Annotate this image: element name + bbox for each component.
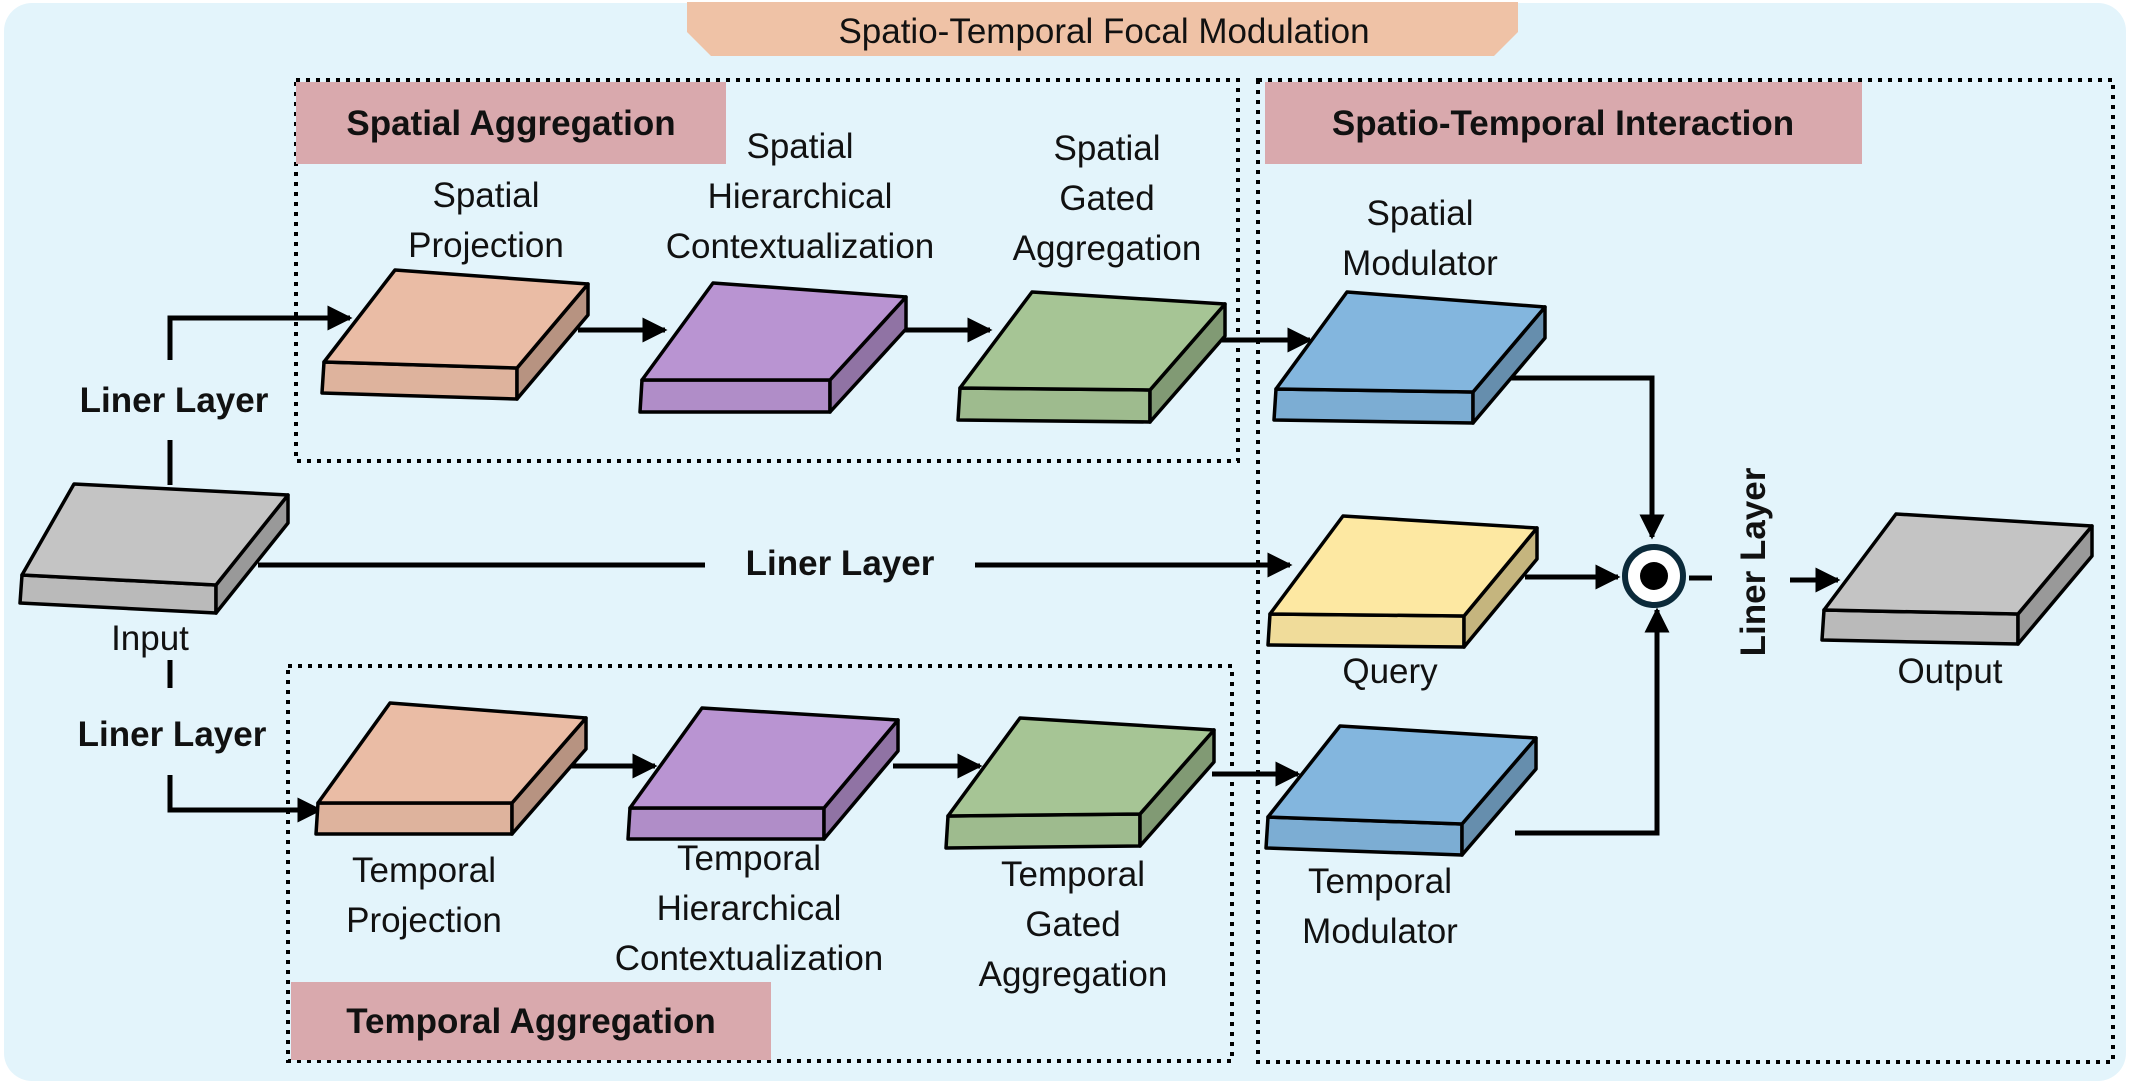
temporal-modulator-top-face [1266, 724, 1538, 826]
arrow-to-temporal-projection [167, 775, 323, 823]
temporal-hier-label-line: Temporal [677, 839, 821, 878]
st-interaction-header [1265, 82, 1862, 164]
liner-layer-middle-label: Liner Layer [746, 544, 935, 583]
spatial-projection-label-line: Projection [408, 226, 564, 265]
temporal-projection-front-face [314, 801, 514, 836]
temporal-gated-label-line: Aggregation [979, 955, 1168, 994]
temporal-projection-label-line: Temporal [352, 851, 496, 890]
temporal-hier-block [626, 706, 900, 841]
spatial-modulator-label-line: Modulator [1342, 244, 1498, 283]
temporal-gated-label-line: Temporal [1001, 855, 1145, 894]
temporal-modulator-label-line: Modulator [1302, 912, 1458, 951]
temporal-gated-front-face [944, 812, 1142, 850]
spatial-gated-block [956, 290, 1227, 424]
temporal-hier-top-face [628, 706, 900, 810]
query-label: Query [1342, 652, 1438, 691]
liner-layer-bottom-label: Liner Layer [78, 715, 267, 754]
input-label: Input [111, 619, 189, 658]
output-label-line: Output [1897, 652, 2002, 691]
spatial-modulator-front-face [1272, 387, 1475, 425]
spatial-hier-front-face [638, 378, 832, 414]
spatial-hier-label-line: Contextualization [666, 227, 935, 266]
liner-layer-top-label: Liner Layer [80, 381, 269, 420]
spatial-hier-block [638, 281, 908, 414]
temporal-hier-front-face [626, 806, 826, 841]
temporal-modulator-block [1264, 724, 1538, 857]
temporal-aggregation-header [291, 982, 771, 1060]
input-block [18, 482, 290, 615]
arrow-to-spatial-projection [167, 305, 353, 360]
spatial-projection-label-line: Spatial [432, 176, 539, 215]
spatial-gated-front-face [956, 386, 1152, 424]
spatial-gated-label-line: Gated [1059, 179, 1154, 218]
spatial-gated-label-line: Aggregation [1013, 229, 1202, 268]
temporal-hier-label-line: Hierarchical [657, 889, 842, 928]
background-panel [4, 3, 2126, 1081]
spatial-aggregation-header [296, 82, 726, 164]
temporal-gated-block [944, 716, 1216, 850]
spatial-modulator-top-face [1274, 290, 1547, 394]
input-label-line: Input [111, 619, 189, 658]
temporal-projection-top-face [316, 701, 588, 805]
title-banner [687, 2, 1518, 56]
spatial-hier-label-line: Spatial [746, 127, 853, 166]
temporal-gated-label-line: Gated [1025, 905, 1120, 944]
spatial-gated-top-face [958, 290, 1227, 392]
st-interaction-box [1256, 78, 2115, 1064]
spatial-projection-block [320, 268, 590, 401]
temporal-aggregation-label: Temporal Aggregation [346, 1002, 715, 1041]
diagram-title: Spatio-Temporal Focal Modulation [838, 12, 1369, 51]
spatial-projection-top-face [322, 268, 590, 370]
temporal-modulator-label-line: Temporal [1308, 862, 1452, 901]
query-front-face [1266, 612, 1466, 649]
temporal-gated-top-face [946, 716, 1216, 818]
output-block [1820, 512, 2094, 646]
input-top-face [20, 482, 290, 587]
temporal-hier-label-line: Contextualization [615, 939, 884, 978]
spatial-hier-top-face [640, 281, 908, 382]
connections [167, 305, 1841, 836]
output-label: Output [1897, 652, 2002, 691]
arrow-tmod-to-op [1515, 607, 1670, 836]
spatial-hier-label-line: Hierarchical [708, 177, 893, 216]
spatial-aggregation-label: Spatial Aggregation [346, 104, 675, 143]
query-label-line: Query [1342, 652, 1438, 691]
spatial-modulator-block [1272, 290, 1547, 425]
temporal-projection-block [314, 701, 588, 836]
temporal-aggregation-box [286, 664, 1234, 1063]
liner-layer-vertical-label: Liner Layer [1734, 467, 1773, 656]
query-block [1266, 514, 1539, 649]
output-top-face [1822, 512, 2094, 616]
temporal-projection-label-line: Projection [346, 901, 502, 940]
spatial-gated-label-line: Spatial [1053, 129, 1160, 168]
blocks-layer [18, 268, 2094, 857]
spatial-aggregation-box [294, 78, 1240, 463]
arrow-smod-to-op [1510, 375, 1665, 540]
query-top-face [1268, 514, 1539, 618]
st-interaction-label: Spatio-Temporal Interaction [1332, 104, 1794, 143]
spatial-modulator-label-line: Spatial [1366, 194, 1473, 233]
hadamard-product-icon [1622, 544, 1686, 608]
